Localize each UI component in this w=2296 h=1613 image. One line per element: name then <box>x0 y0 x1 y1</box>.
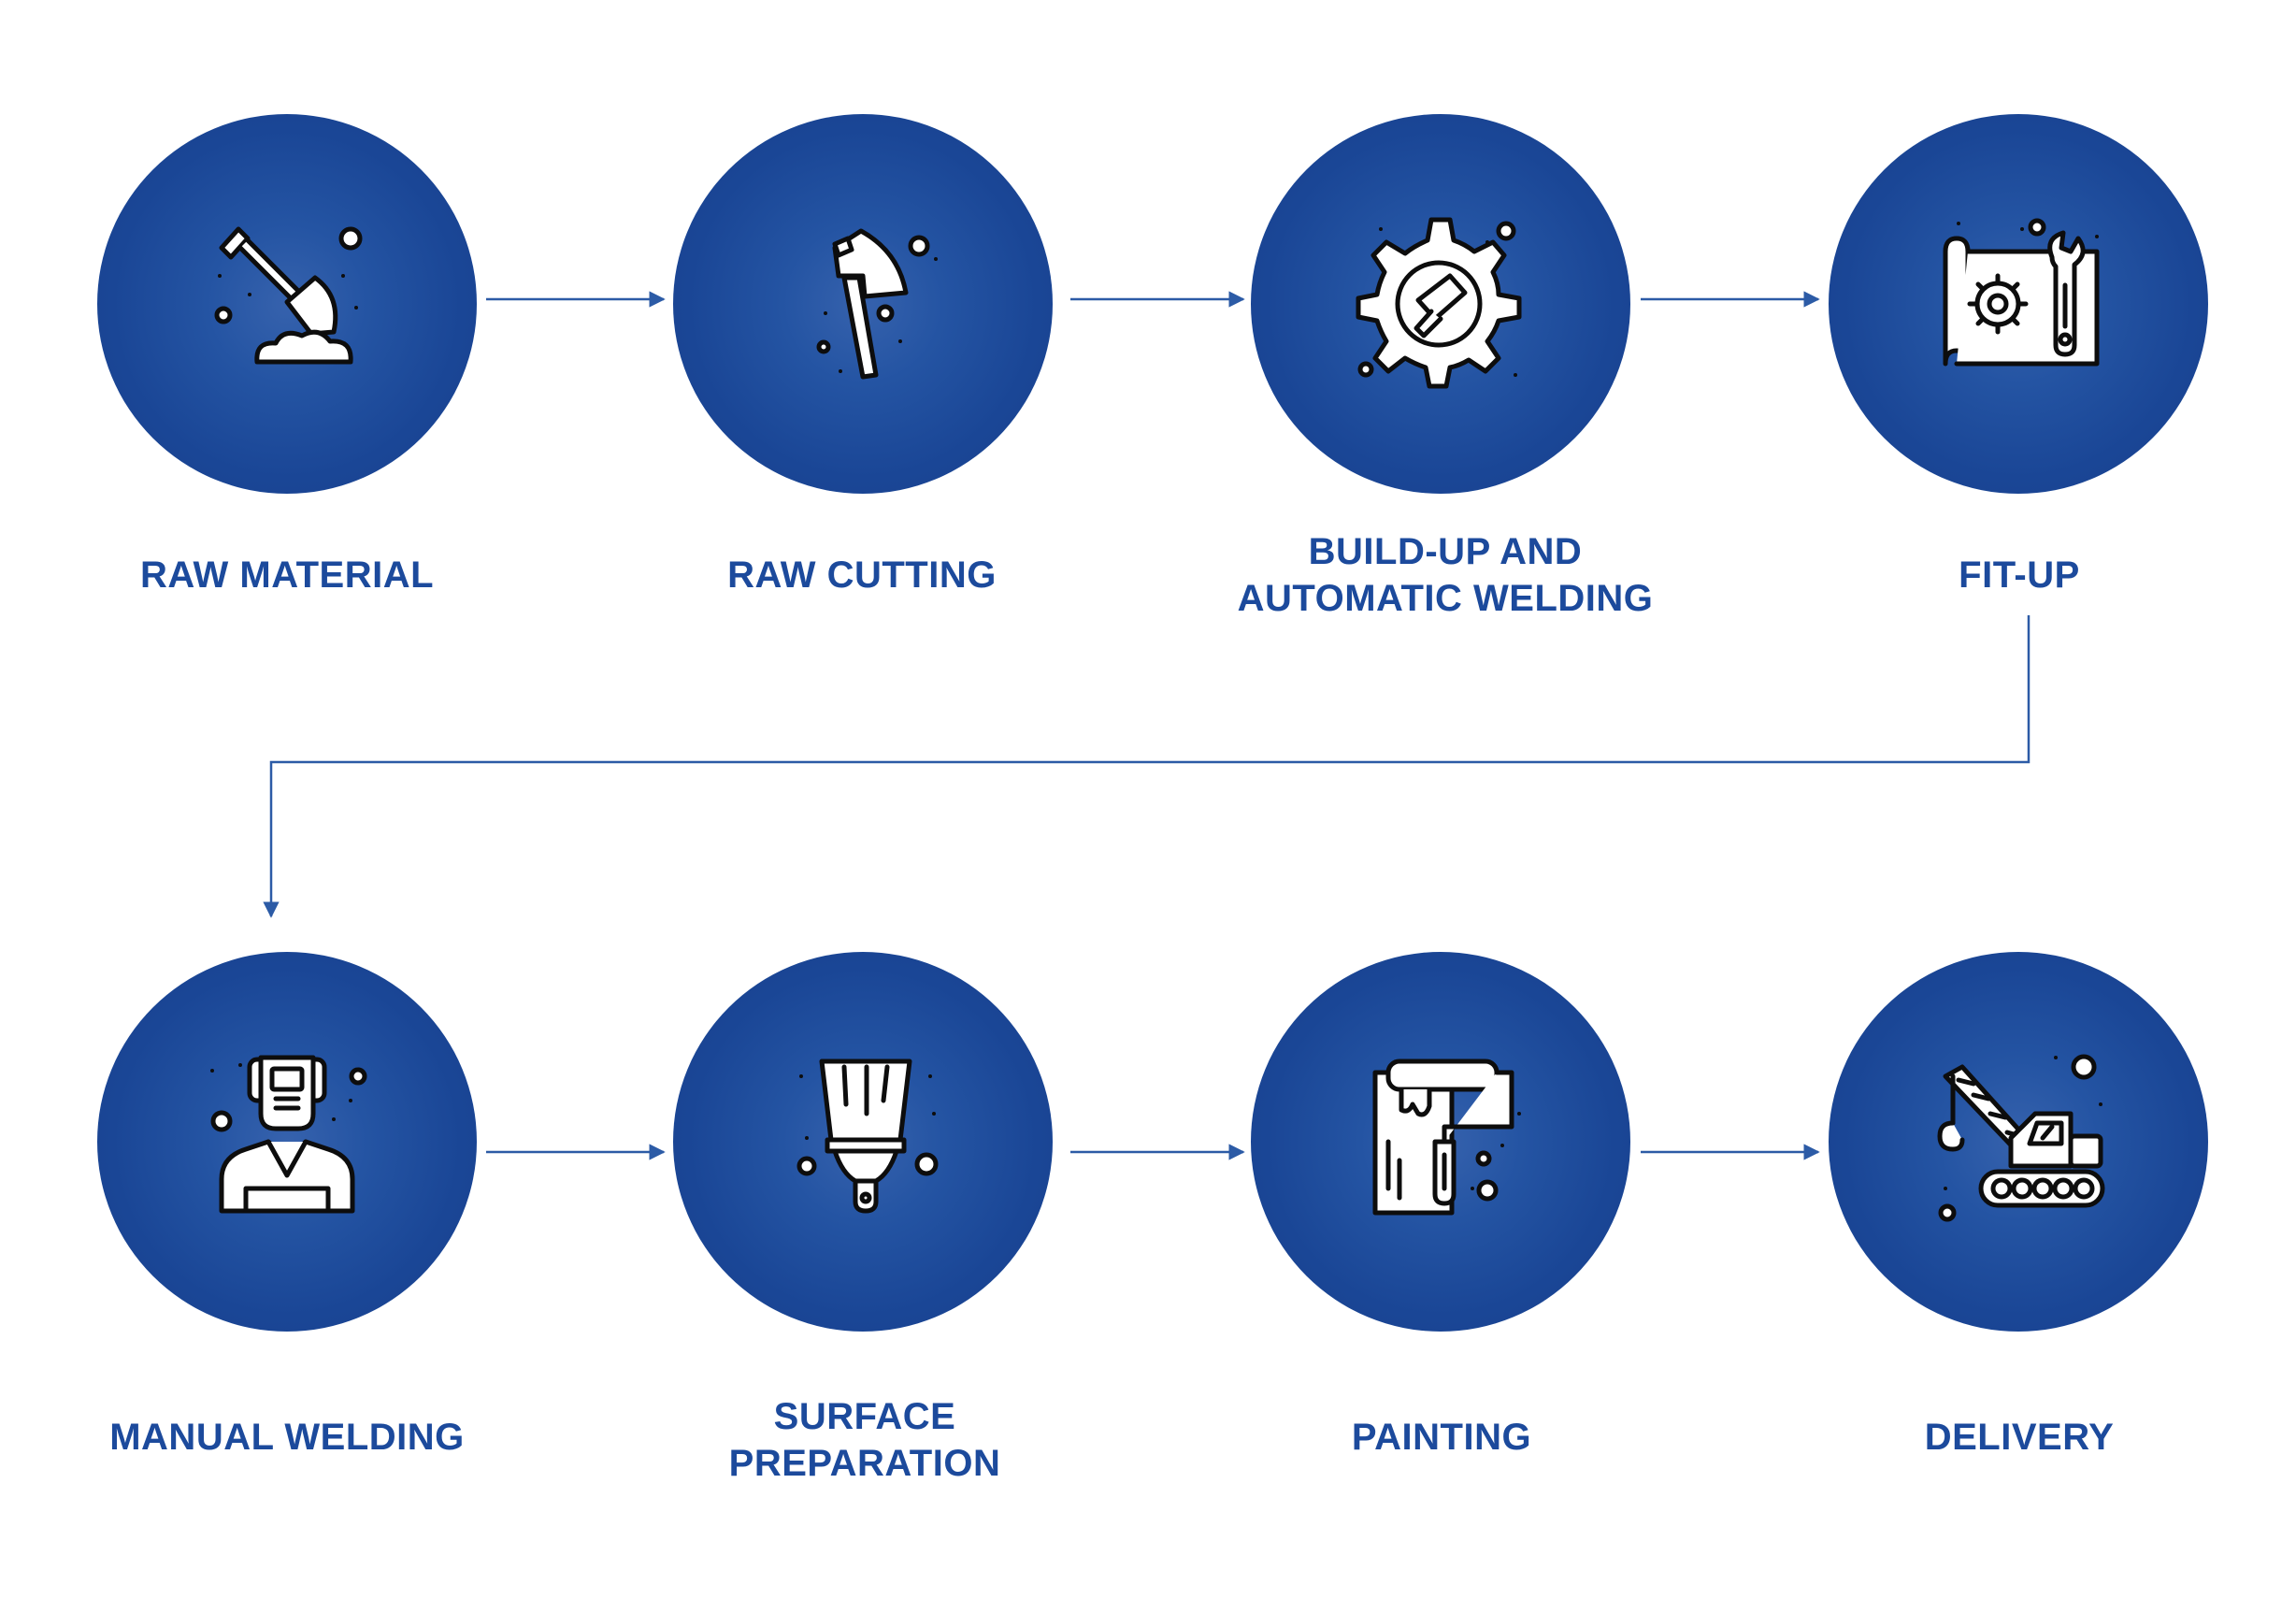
axe-icon <box>816 228 938 380</box>
step-circle-fit-up <box>1829 114 2208 494</box>
blueprint-wrench-icon <box>1943 218 2100 367</box>
step-label-fit-up: FIT-UP <box>1959 554 2080 596</box>
arrow-4-5 <box>263 615 2031 918</box>
paint-roller-icon <box>1372 1059 1521 1216</box>
step-circle-build-up-welding <box>1251 114 1630 494</box>
step-circle-manual-welding <box>97 952 477 1332</box>
step-label-build-up-welding: BUILD-UP AND AUTOMATIC WELDING <box>1237 531 1654 619</box>
brush-icon <box>796 1059 939 1214</box>
step-circle-delivery <box>1829 952 2208 1332</box>
step-label-painting: PAINTING <box>1351 1417 1532 1458</box>
step-label-surface-preparation: SURFACE PREPARATION <box>728 1396 1001 1484</box>
step-label-raw-material: RAW MATERIAL <box>139 554 435 596</box>
welder-icon <box>210 1055 367 1214</box>
step-label-raw-cutting: RAW CUTTING <box>727 554 997 596</box>
step-circle-raw-cutting <box>673 114 1053 494</box>
step-label-manual-welding: MANUAL WELDING <box>109 1417 465 1458</box>
shovel-icon <box>214 226 363 365</box>
crane-icon <box>1937 1054 2105 1222</box>
step-circle-surface-preparation <box>673 952 1053 1332</box>
gear-hammer-icon <box>1356 217 1522 389</box>
step-circle-raw-material <box>97 114 477 494</box>
step-circle-painting <box>1251 952 1630 1332</box>
step-label-delivery: DELIVERY <box>1924 1417 2115 1458</box>
